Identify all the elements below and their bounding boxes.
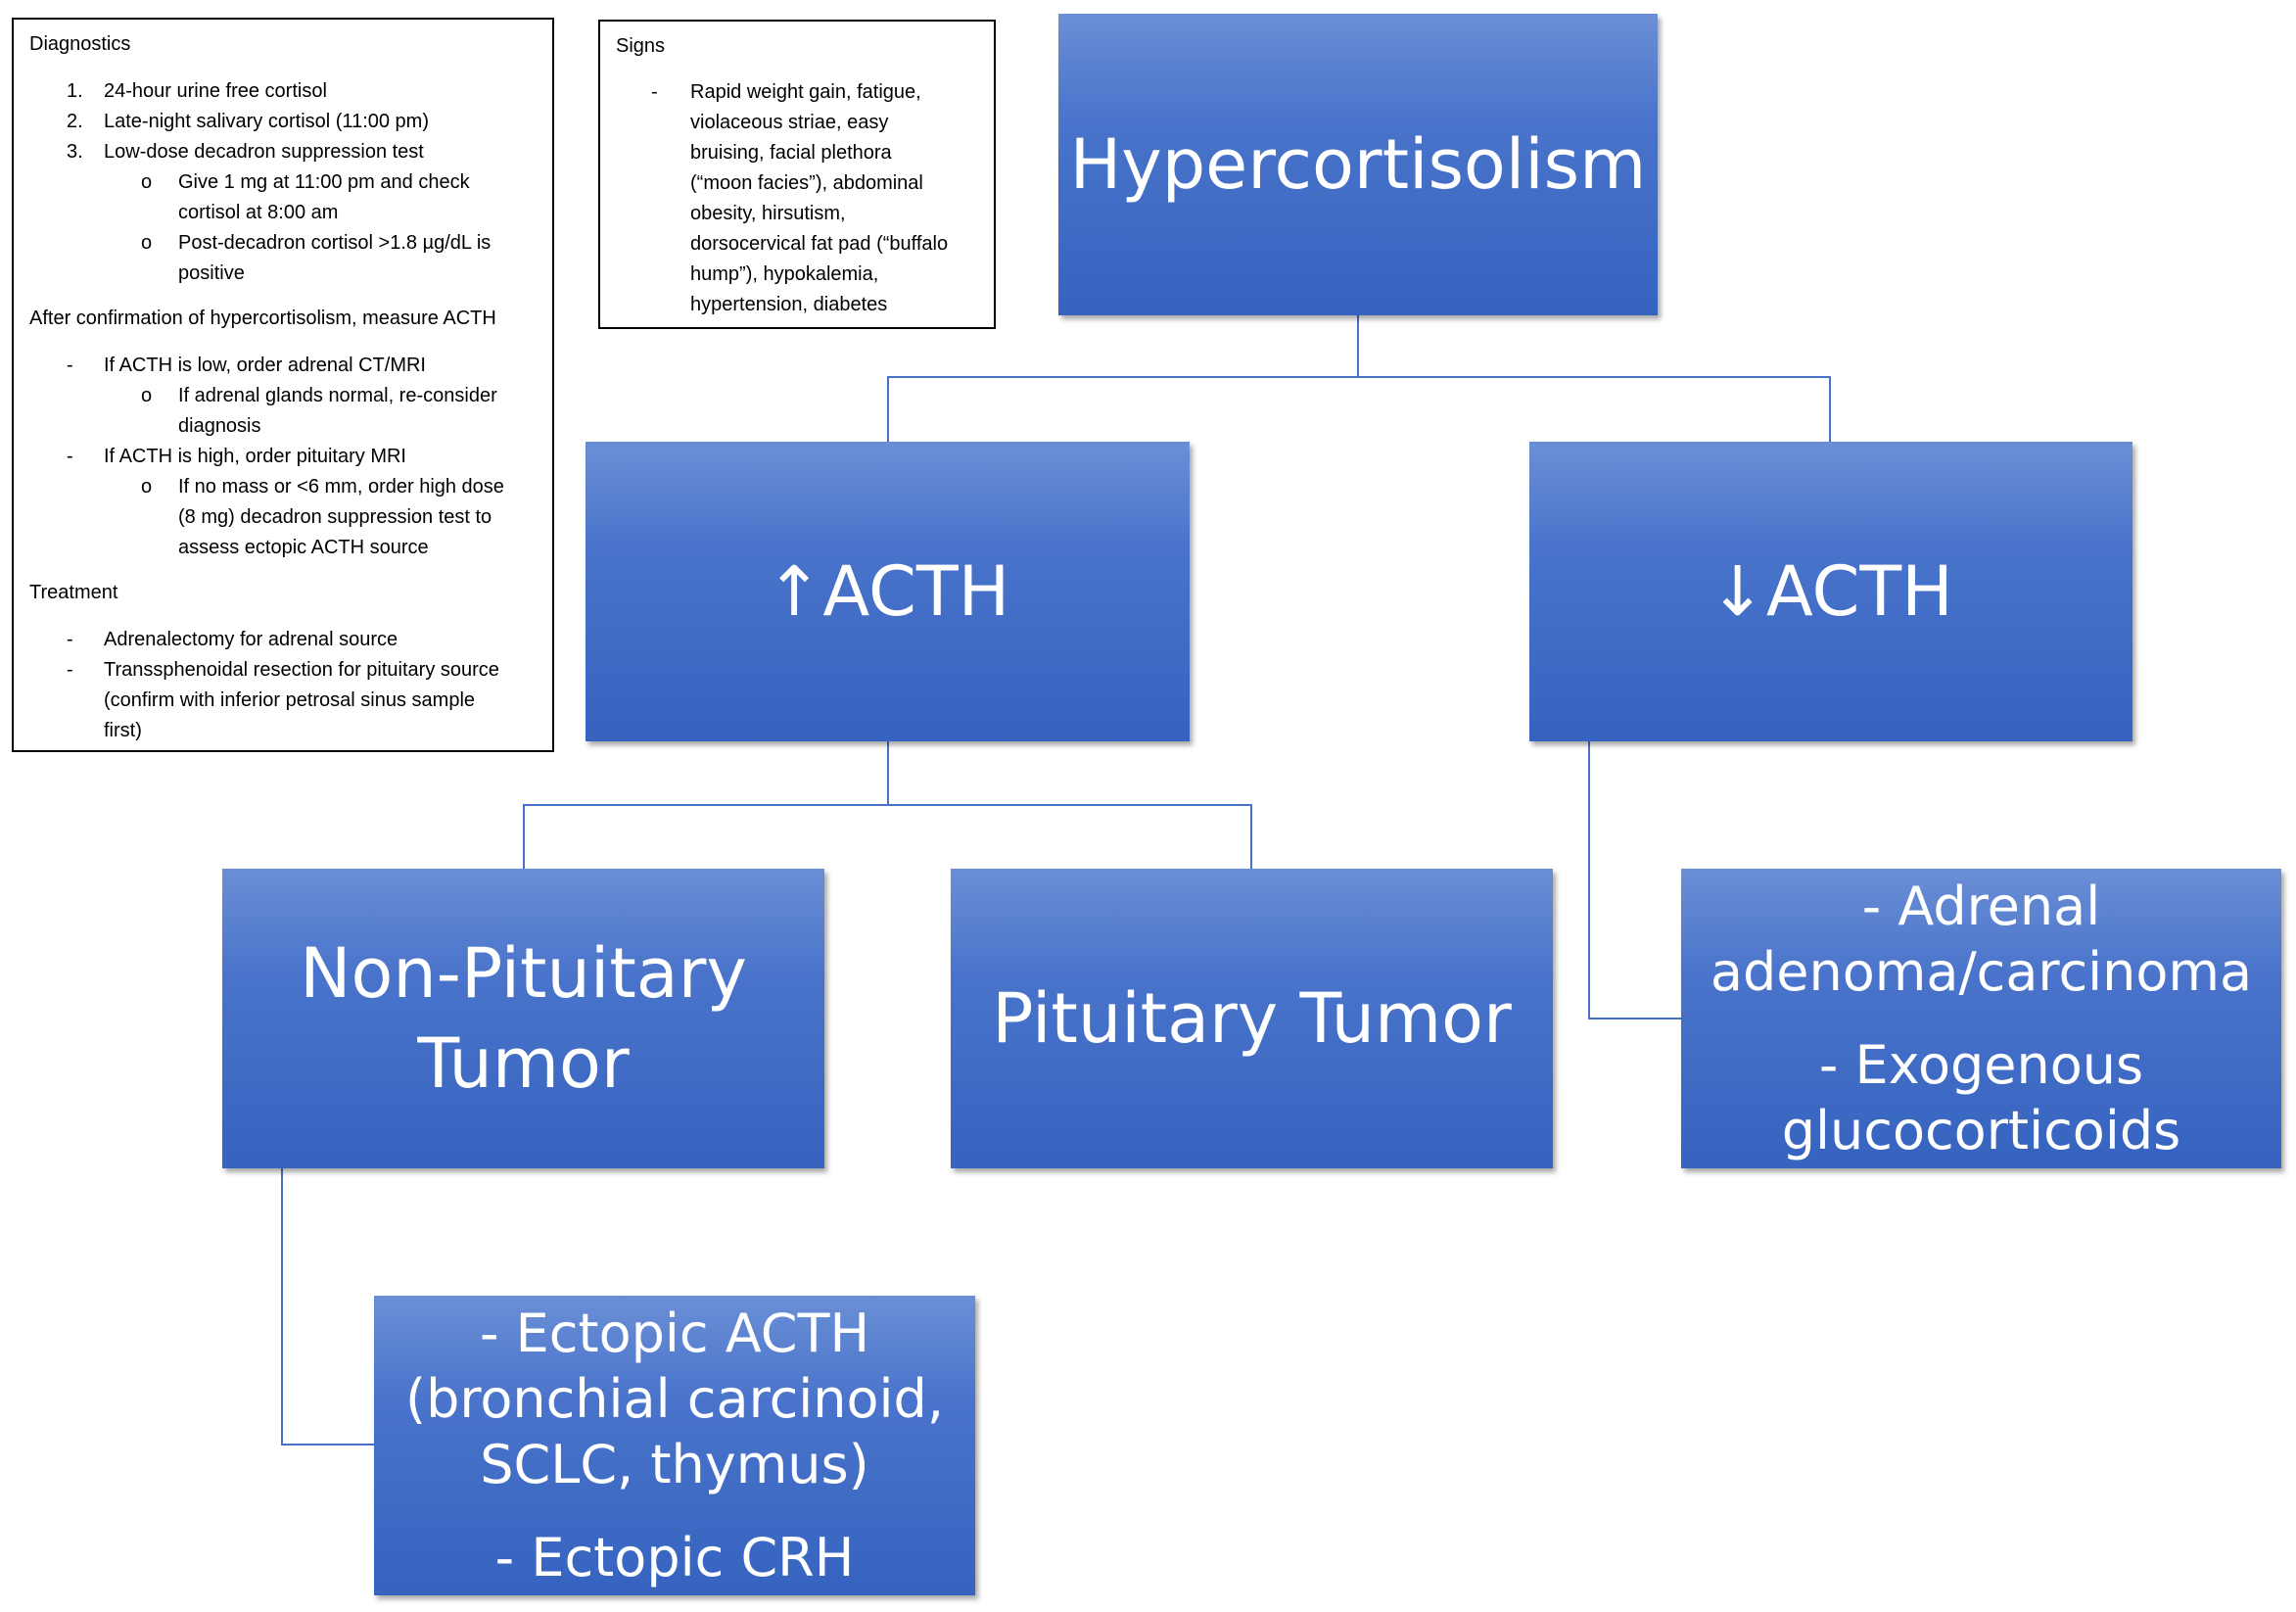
node-label: - Adrenal: [1861, 876, 2101, 937]
signs-box: Signs - Rapid weight gain, fatigue, viol…: [598, 20, 996, 329]
signs-text-line: (“moon facies”), abdominal: [690, 172, 923, 194]
step-marker: 3.: [67, 141, 83, 163]
dash-marker: -: [67, 659, 73, 681]
dash-marker: -: [67, 446, 73, 467]
acth-low-step: If ACTH is low, order adrenal CT/MRI: [104, 355, 426, 376]
signs-text-line: hump”), hypokalemia,: [690, 263, 879, 285]
dash-marker: -: [651, 81, 658, 103]
sub-step-marker: o: [141, 476, 153, 498]
node-label: SCLC, thymus): [480, 1434, 869, 1495]
node-label: ↑ACTH: [765, 551, 1010, 632]
acth-low-sub-step: If adrenal glands normal, re-consider: [178, 385, 497, 406]
diagnostics-title: Diagnostics: [29, 33, 131, 55]
sub-step-marker: o: [141, 171, 153, 193]
acth-high-sub-step: (8 mg) decadron suppression test to: [178, 506, 492, 528]
node-label: - Ectopic CRH: [494, 1527, 855, 1588]
treatment-title: Treatment: [29, 582, 118, 603]
treatment-item: (confirm with inferior petrosal sinus sa…: [104, 689, 476, 711]
sub-step-marker: o: [141, 232, 153, 254]
diagnostic-step: 24-hour urine free cortisol: [104, 80, 327, 102]
node-low-acth: ↓ACTH: [1529, 442, 2132, 741]
connector-low-acth-to-adrenal: [1588, 741, 1681, 1019]
diagnostic-sub-step: cortisol at 8:00 am: [178, 202, 339, 223]
signs-text-line: bruising, facial plethora: [690, 142, 892, 164]
treatment-item: Adrenalectomy for adrenal source: [104, 629, 398, 650]
diagnostic-step: Late-night salivary cortisol (11:00 pm): [104, 111, 429, 132]
node-adrenal-causes: - Adrenal adenoma/carcinoma - Exogenous …: [1681, 869, 2281, 1168]
treatment-item: Transsphenoidal resection for pituitary …: [104, 659, 499, 681]
node-non-pituitary-tumor: Non-Pituitary Tumor: [222, 869, 824, 1168]
dash-marker: -: [67, 629, 73, 650]
signs-text-line: Rapid weight gain, fatigue,: [690, 81, 921, 103]
diagnostic-sub-step: positive: [178, 262, 245, 284]
acth-high-sub-step: assess ectopic ACTH source: [178, 537, 429, 558]
dash-marker: -: [67, 355, 73, 376]
node-label: adenoma/carcinoma: [1710, 941, 2253, 1003]
acth-high-sub-step: If no mass or <6 mm, order high dose: [178, 476, 504, 498]
after-confirmation-title: After confirmation of hypercortisolism, …: [29, 308, 496, 329]
node-hypercortisolism: Hypercortisolism: [1058, 14, 1658, 315]
node-pituitary-tumor: Pituitary Tumor: [951, 869, 1553, 1168]
node-label: Non-Pituitary: [300, 933, 747, 1014]
acth-high-step: If ACTH is high, order pituitary MRI: [104, 446, 406, 467]
diagnostic-sub-step: Give 1 mg at 11:00 pm and check: [178, 171, 470, 193]
node-label: ↓ACTH: [1709, 551, 1953, 632]
node-label: Hypercortisolism: [1069, 124, 1647, 205]
connector-root-to-low-acth: [1358, 376, 1831, 442]
node-label: - Ectopic ACTH: [479, 1303, 870, 1364]
connector-high-acth-to-pituitary: [888, 804, 1252, 869]
step-marker: 2.: [67, 111, 83, 132]
acth-low-sub-step: diagnosis: [178, 415, 261, 437]
signs-text-line: hypertension, diabetes: [690, 294, 888, 315]
connector-high-acth-to-tumors: [523, 741, 889, 869]
node-label: - Exogenous: [1818, 1034, 2144, 1096]
signs-title: Signs: [616, 35, 666, 57]
connector-nonpit-to-ectopic: [281, 1168, 374, 1446]
node-ectopic-causes: - Ectopic ACTH (bronchial carcinoid, SCL…: [374, 1296, 975, 1595]
node-high-acth: ↑ACTH: [586, 442, 1190, 741]
node-label: (bronchial carcinoid,: [405, 1368, 944, 1430]
signs-text-line: violaceous striae, easy: [690, 112, 889, 133]
treatment-item: first): [104, 720, 142, 741]
diagnostic-sub-step: Post-decadron cortisol >1.8 µg/dL is: [178, 232, 492, 254]
node-label: Tumor: [417, 1023, 630, 1104]
step-marker: 1.: [67, 80, 83, 102]
diagnostic-step: Low-dose decadron suppression test: [104, 141, 424, 163]
node-label: glucocorticoids: [1781, 1100, 2181, 1162]
diagnostics-box: Diagnostics 1. 24-hour urine free cortis…: [12, 18, 554, 752]
connector-root-to-acth: [887, 315, 1359, 442]
sub-step-marker: o: [141, 385, 153, 406]
node-label: Pituitary Tumor: [992, 978, 1512, 1059]
signs-text-line: dorsocervical fat pad (“buffalo: [690, 233, 949, 255]
signs-text-line: obesity, hirsutism,: [690, 203, 846, 224]
